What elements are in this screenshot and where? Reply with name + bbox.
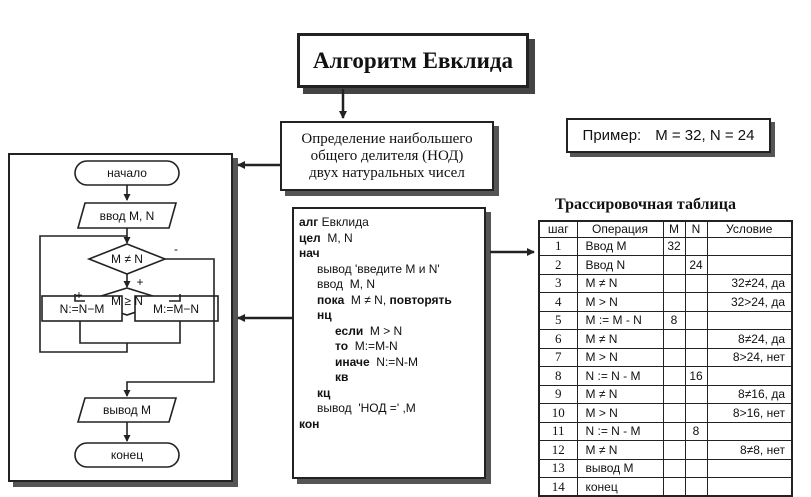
table-cell: M ≠ N: [576, 273, 664, 293]
code-line: кв: [335, 370, 349, 384]
assign-left-label: N:=N−M: [60, 302, 105, 316]
table-cell: 24: [684, 255, 708, 275]
assign-right-label: M:=M−N: [153, 302, 199, 316]
column-header: Операция: [576, 220, 664, 238]
condition2-label: M ≥ N: [111, 294, 143, 308]
table-cell: Ввод M: [576, 236, 664, 256]
table-cell: N := N - M: [576, 421, 664, 441]
loop-back-line: [39, 235, 128, 353]
table-cell: 12: [538, 440, 578, 460]
code-line: нц: [317, 308, 332, 322]
code-line: цел M, N: [299, 230, 353, 245]
column-header: Условие: [706, 220, 793, 238]
code-line: кон: [299, 416, 320, 431]
table-cell: вывод M: [576, 458, 664, 478]
exit-line: [123, 258, 215, 397]
diagram-graphics: начало ввод M, N M ≠ N M ≥ N N:=N−M M:=M…: [39, 89, 535, 468]
assign-right-box: [134, 295, 219, 322]
code-line: то M:=M-N: [335, 339, 398, 353]
code-line: иначе N:=N-M: [335, 354, 418, 369]
code-line: ввод M, N: [317, 277, 376, 291]
table-cell: [706, 236, 793, 256]
definition-text: Определение наибольшего общего делителя …: [301, 130, 473, 181]
example-box: Пример: M = 32, N = 24: [566, 118, 771, 153]
code-line: если M > N: [335, 323, 403, 338]
diagram-title: Алгоритм Евклида: [297, 33, 529, 88]
table-cell: 10: [538, 403, 578, 423]
example-label: Пример:: [582, 127, 642, 144]
end-terminal: [74, 442, 180, 468]
start-label: начало: [107, 166, 147, 180]
plus-label-1: +: [136, 275, 143, 289]
code-line: кц: [317, 385, 331, 400]
code-line: вывод 'введите M и N': [317, 261, 440, 276]
code-line: алг Евклида: [299, 215, 369, 229]
algorithm-code: алг Евклида цел M, N нач вывод 'введите …: [292, 207, 486, 479]
assign-left-box: [41, 295, 123, 322]
title-text: Алгоритм Евклида: [313, 47, 513, 73]
table-cell: 32>24, да: [706, 292, 793, 312]
condition1-label: M ≠ N: [111, 252, 143, 266]
trace-table-title: Трассировочная таблица: [555, 196, 736, 213]
end-label: конец: [111, 448, 143, 462]
code-line: нач: [299, 246, 320, 260]
example-value: M = 32, N = 24: [655, 127, 755, 144]
column-header: шаг: [538, 220, 578, 238]
minus-label-1: -: [174, 242, 178, 256]
code-line: вывод 'НОД =' ,M: [317, 401, 416, 415]
table-cell: 8≠16, да: [706, 384, 793, 404]
minus-label-2: -: [173, 288, 177, 302]
definition-box: Определение наибольшего общего делителя …: [280, 121, 494, 191]
code-line: пока M ≠ N, повторять: [317, 292, 452, 307]
table-cell: 13: [538, 458, 578, 478]
input-parallelogram: [76, 202, 178, 229]
plus-label-2: +: [75, 288, 82, 302]
table-header-row: шаг Операция M N Условие: [538, 220, 793, 238]
input-label: ввод M, N: [100, 209, 155, 223]
output-label: вывод M: [103, 403, 151, 417]
output-parallelogram: [76, 397, 178, 423]
